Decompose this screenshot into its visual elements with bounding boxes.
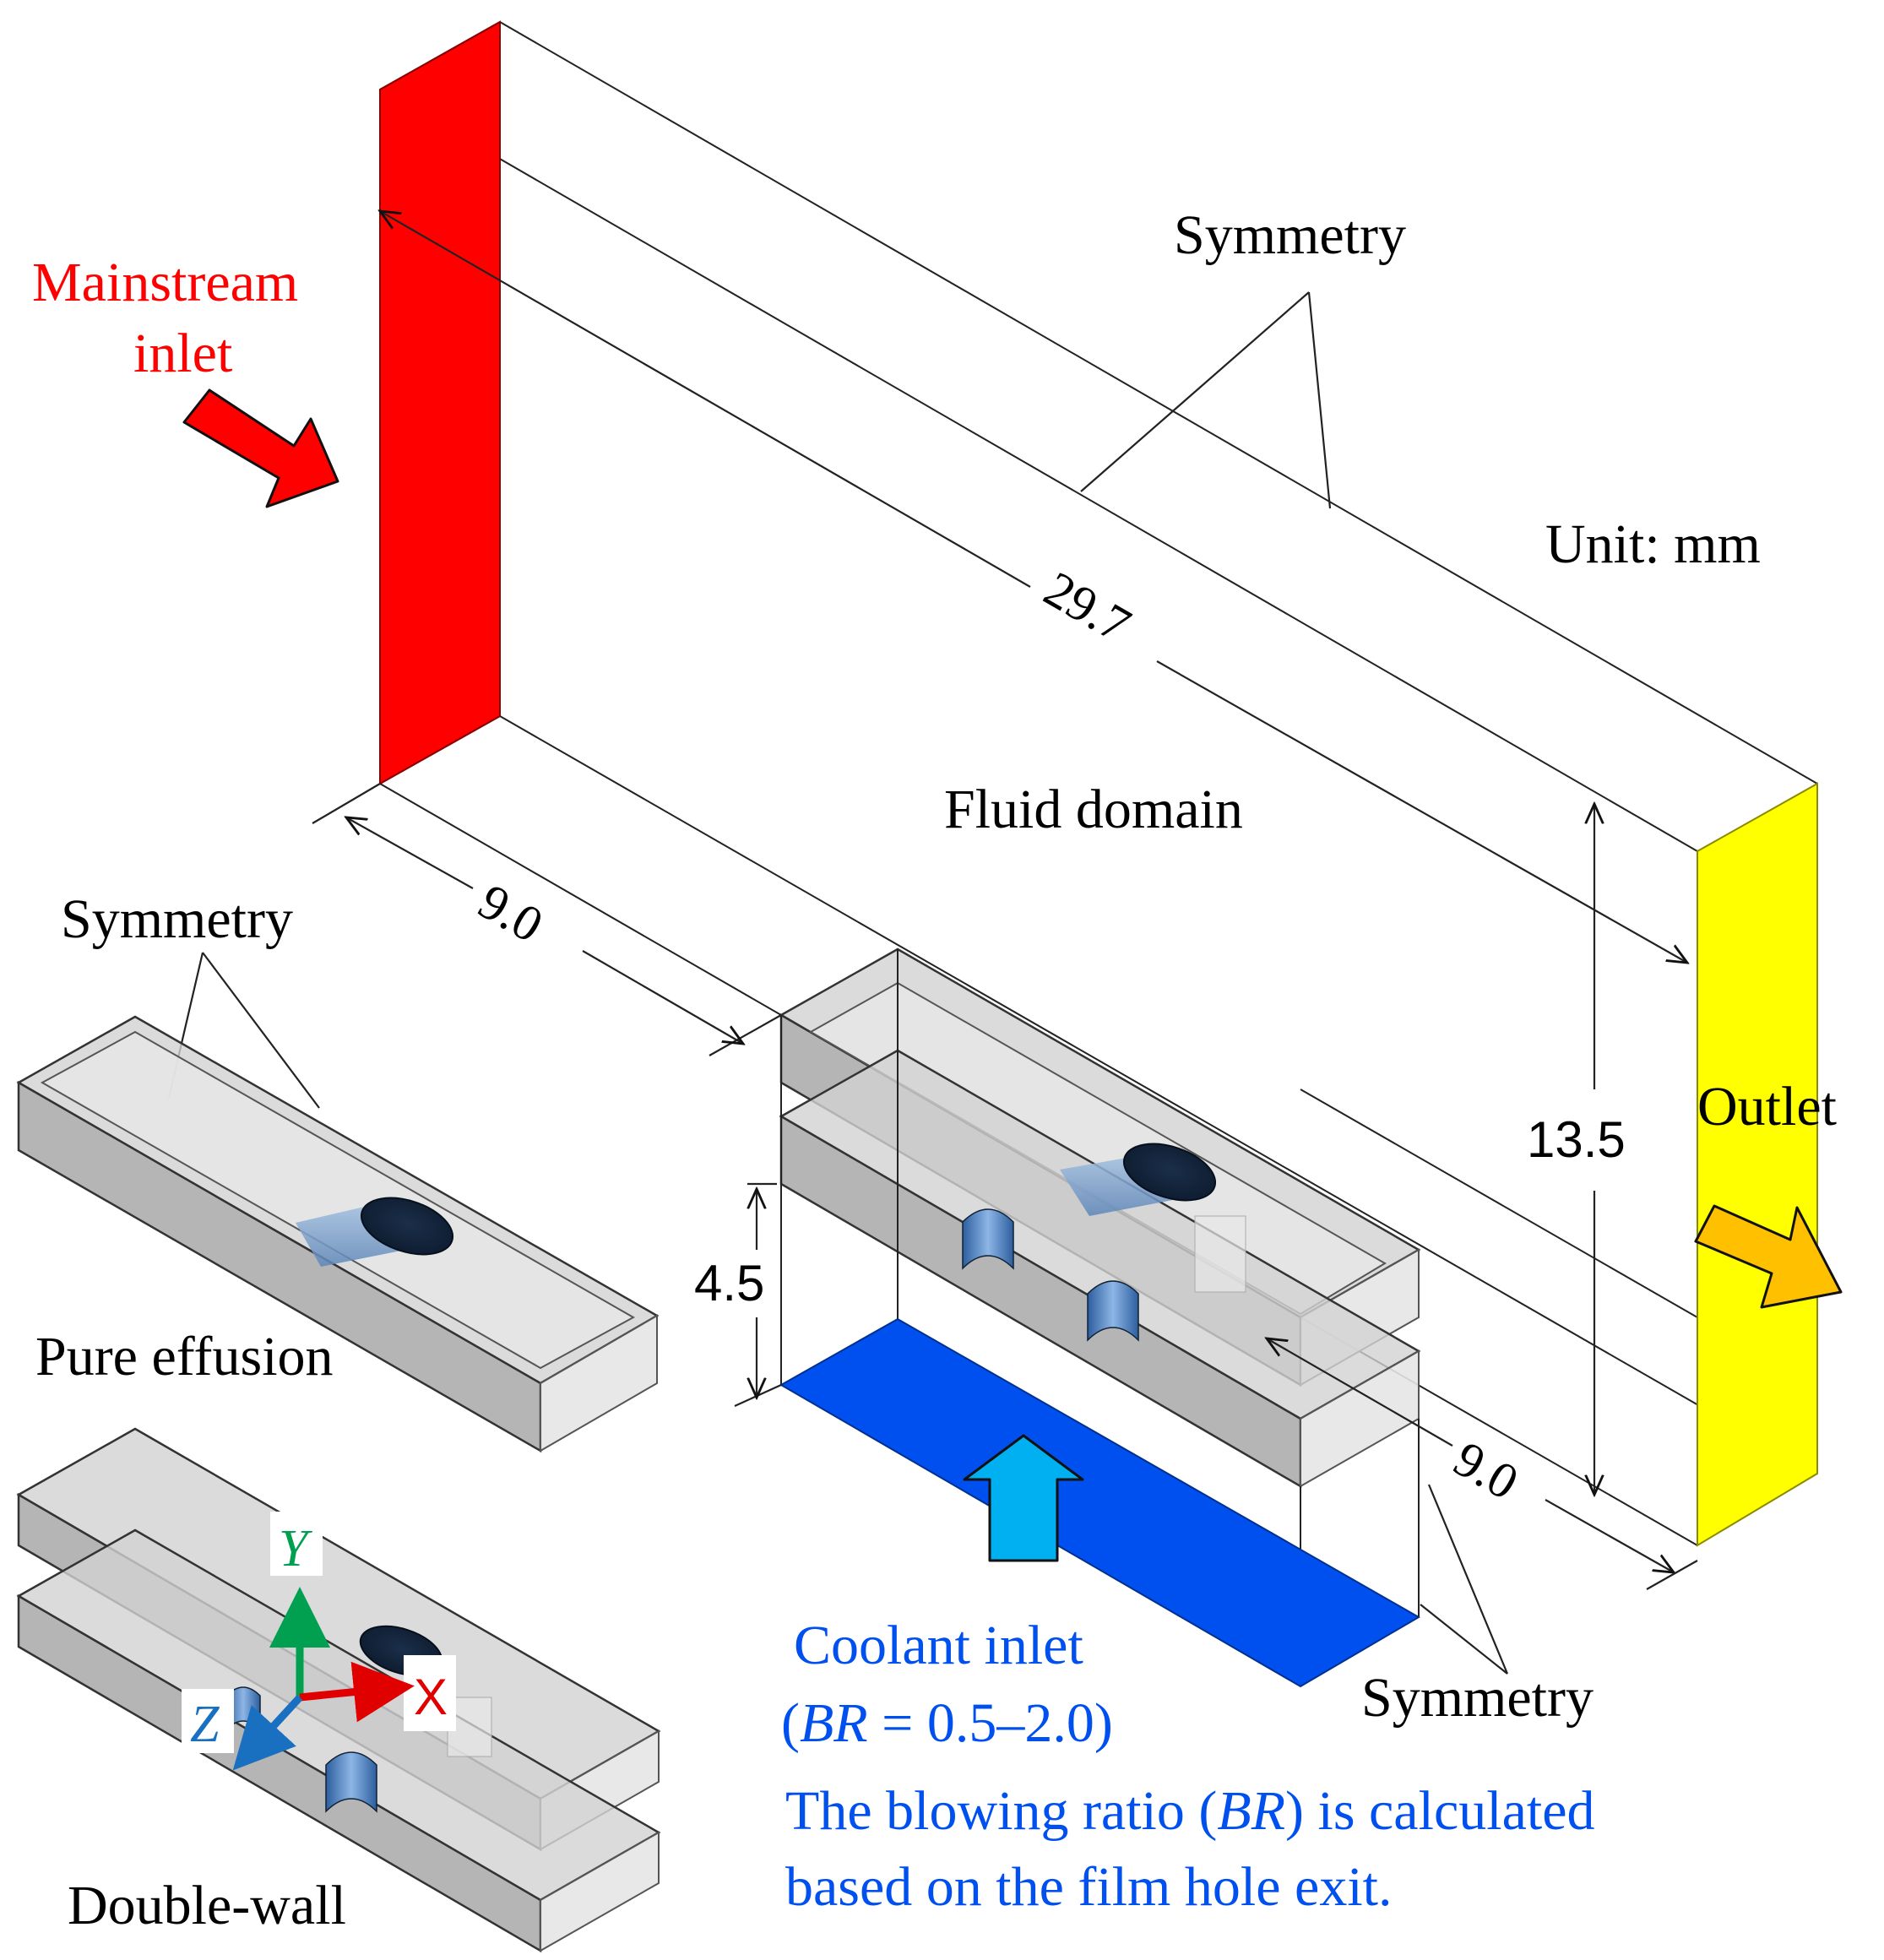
coolant-inlet-label: Coolant inlet	[794, 1615, 1083, 1676]
dim-plenum-height-label: 4.5	[694, 1255, 764, 1311]
outlet-face	[1697, 782, 1818, 1547]
coolant-arrow	[963, 1434, 1084, 1562]
double-wall-model	[16, 1427, 661, 1953]
mainstream-arrow	[182, 388, 339, 508]
unit-label: Unit: mm	[1545, 513, 1761, 575]
symmetry-left-label: Symmetry	[61, 888, 293, 950]
outlet-arrow	[1694, 1204, 1843, 1309]
coordinate-axes: Y X Z	[182, 1512, 456, 1771]
note-prefix: The blowing ratio (	[785, 1780, 1217, 1842]
mainstream-line-1: Mainstream	[32, 252, 298, 313]
mainstream-line-2: inlet	[133, 323, 232, 384]
dim-height-label: 13.5	[1527, 1111, 1626, 1168]
coolant-br-range: = 0.5–2.0)	[868, 1692, 1113, 1754]
axis-x-label: X	[414, 1669, 448, 1725]
symmetry-top-label: Symmetry	[1174, 204, 1406, 266]
double-wall-label: Double-wall	[68, 1875, 346, 1936]
x-axis-arrow	[299, 1661, 415, 1723]
note-br: BR	[1217, 1780, 1285, 1842]
axis-z-label: Z	[190, 1696, 220, 1753]
pure-effusion-model	[16, 1015, 660, 1453]
pure-effusion-label: Pure effusion	[35, 1326, 334, 1387]
mainstream-inlet-face	[379, 20, 501, 785]
labels: Mainstream inlet Symmetry Unit: mm Fluid…	[32, 204, 1837, 1936]
double-wall-plates-center	[779, 947, 1421, 1489]
z-axis-arrow	[232, 1694, 303, 1771]
coolant-inlet-face	[779, 1317, 1420, 1688]
symmetry-leaders	[167, 291, 1509, 1675]
outlet-label: Outlet	[1697, 1076, 1837, 1137]
dim-width-left-label: 9.0	[470, 873, 552, 953]
blowing-ratio-note-line-1: The blowing ratio (BR) is calculated	[785, 1780, 1595, 1842]
axis-y-label: Y	[279, 1520, 312, 1577]
symmetry-bottom-label: Symmetry	[1361, 1667, 1594, 1729]
blowing-ratio-note-line-2: based on the film hole exit.	[785, 1856, 1393, 1918]
dim-width-right-label: 9.0	[1445, 1431, 1528, 1511]
dimension-lines	[312, 211, 1698, 1590]
coolant-open-paren: (	[781, 1692, 800, 1754]
note-suffix: ) is calculated	[1285, 1780, 1594, 1842]
fluid-domain-label: Fluid domain	[944, 779, 1243, 840]
coolant-br-label: (BR = 0.5–2.0)	[781, 1692, 1113, 1754]
dim-length-label: 29.7	[1035, 561, 1140, 654]
mainstream-inlet-label: Mainstream inlet	[32, 252, 312, 384]
coolant-br-symbol: BR	[800, 1692, 868, 1754]
